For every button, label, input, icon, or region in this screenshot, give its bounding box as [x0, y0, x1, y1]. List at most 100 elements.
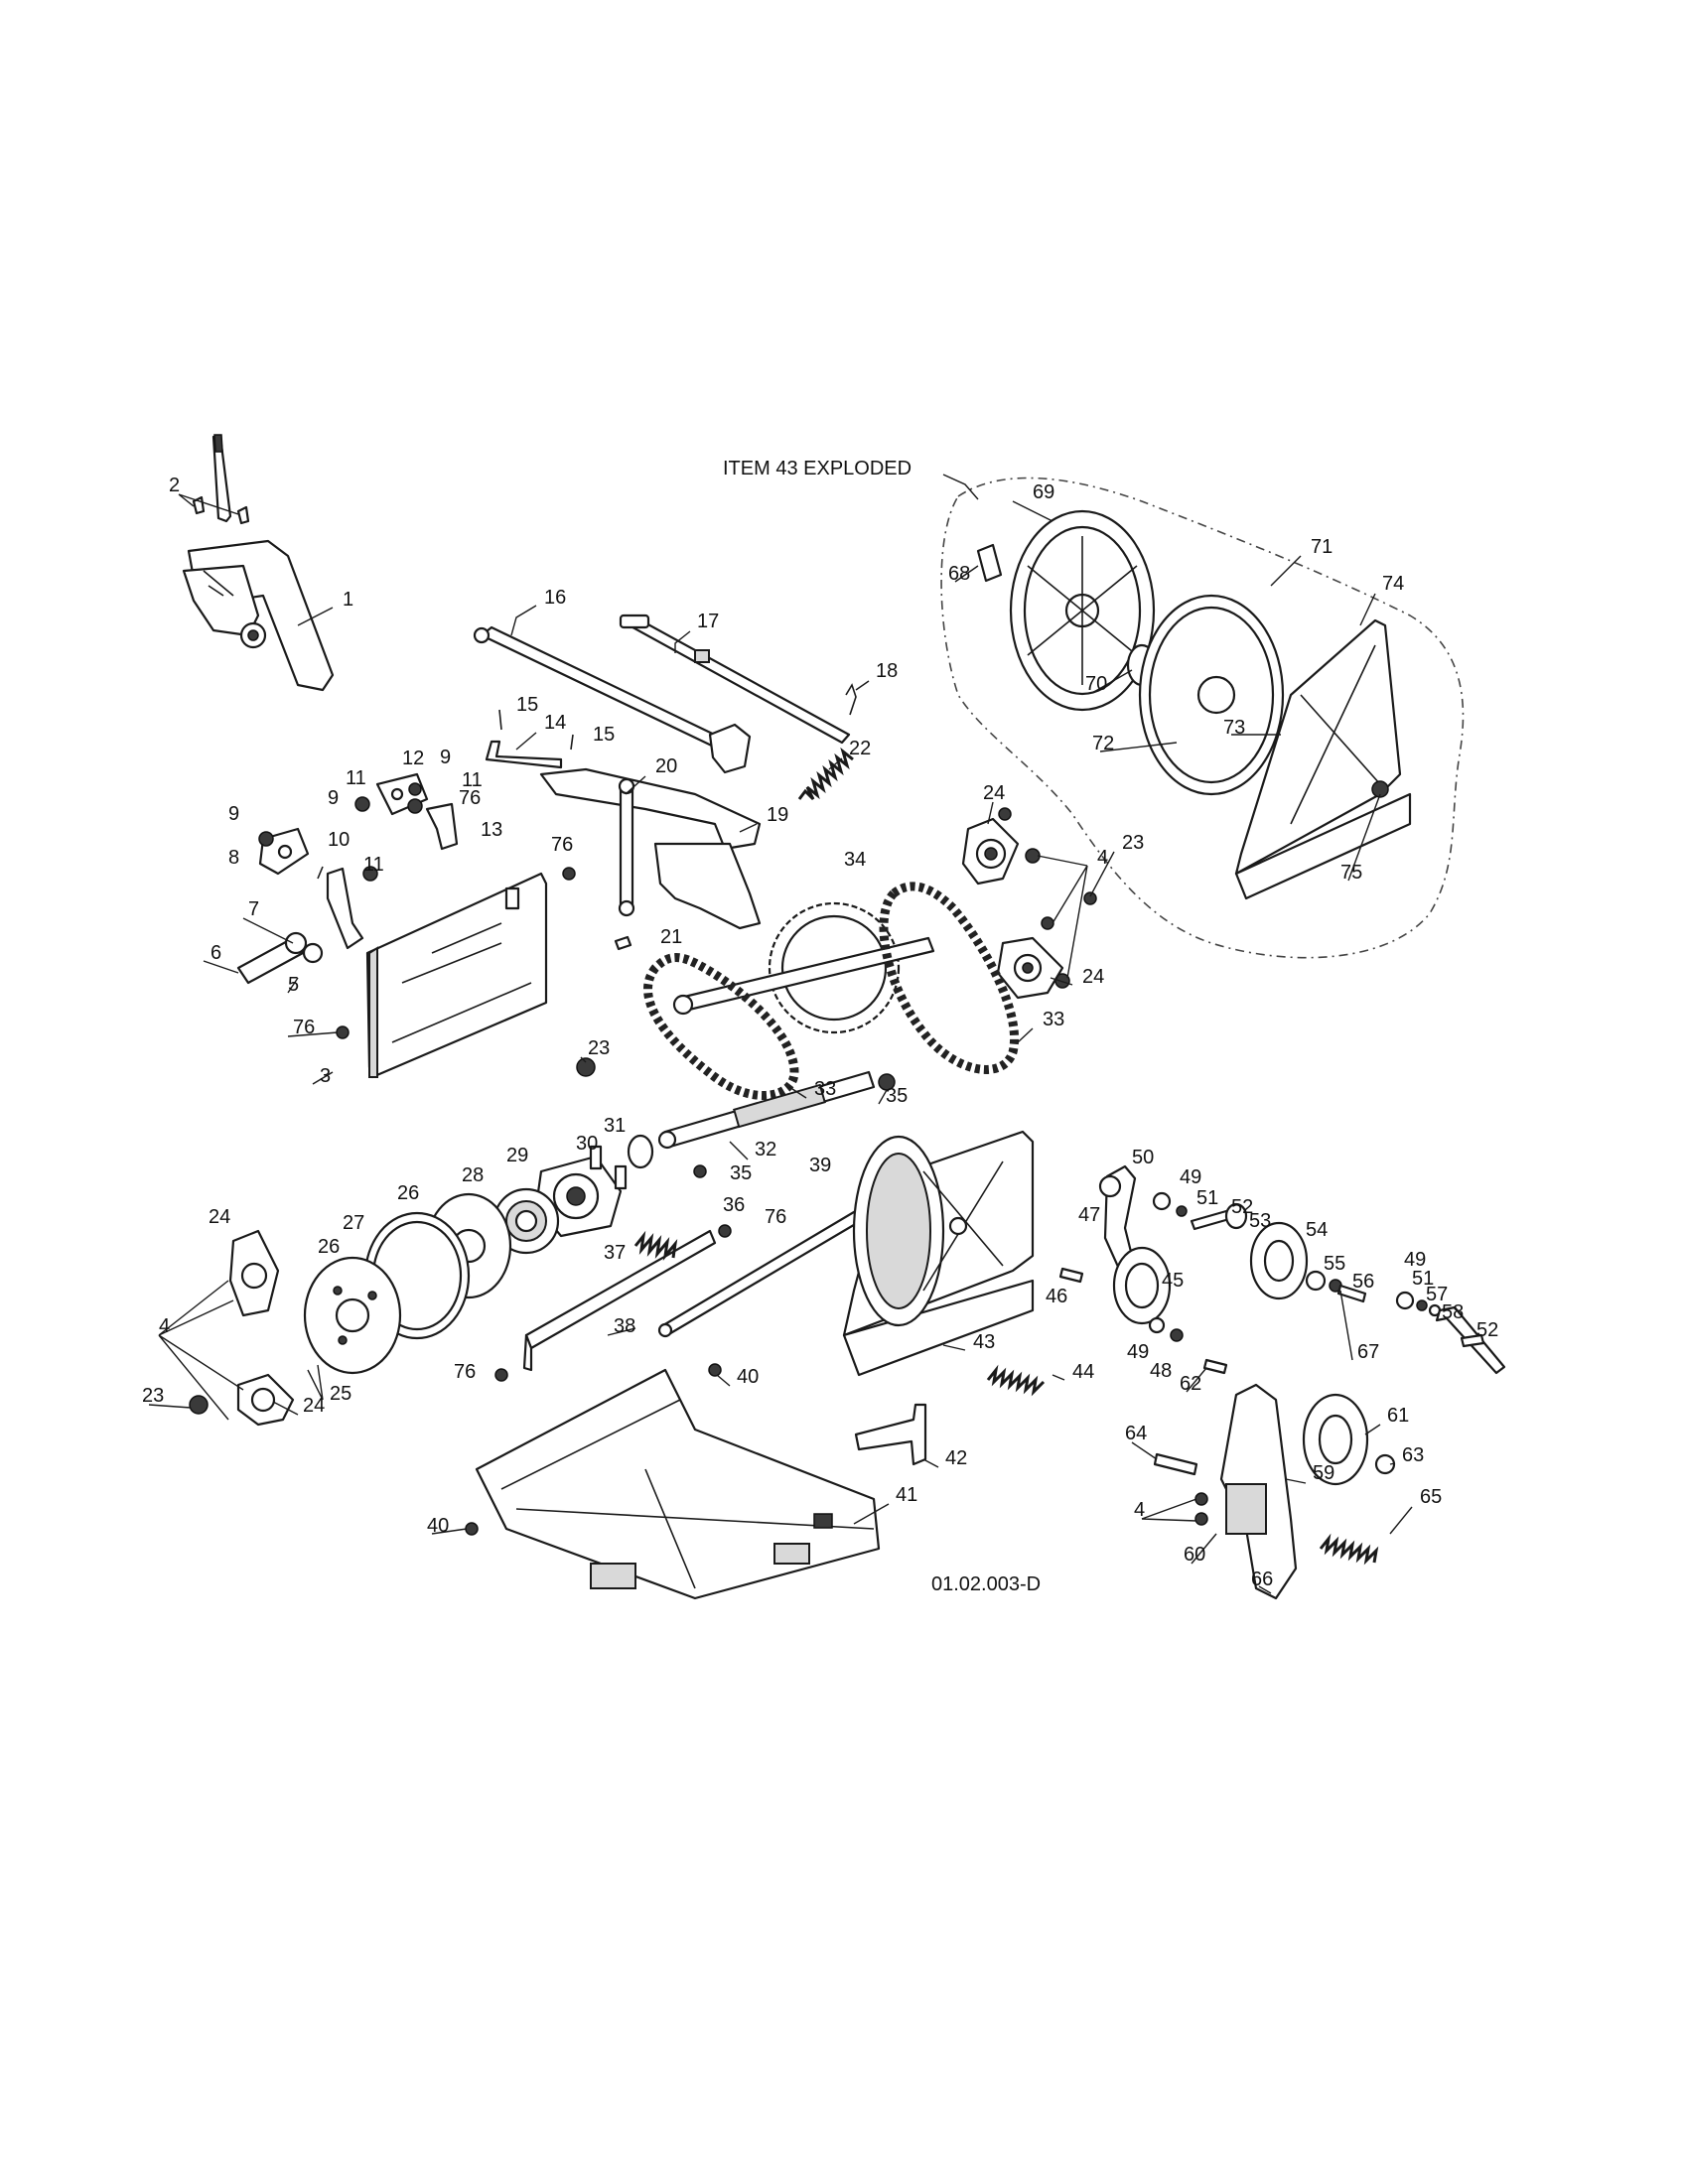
callout-4: 4: [1097, 847, 1108, 869]
lever-and-bushing: [236, 866, 324, 985]
callout-13: 13: [481, 819, 502, 841]
callout-59: 59: [1313, 1462, 1334, 1484]
callout-11: 11: [363, 854, 384, 876]
tension-spring-37: [633, 1230, 678, 1262]
callout-3: 3: [320, 1065, 331, 1087]
callout-49: 49: [1404, 1249, 1426, 1271]
drive-shaft-upper: [672, 936, 935, 1016]
callout-22: 22: [849, 738, 871, 759]
callout-58: 58: [1442, 1301, 1464, 1323]
callout-5: 5: [288, 974, 299, 996]
exploded-housing-74: [1234, 618, 1412, 900]
bottom-pan: [475, 1368, 881, 1600]
callout-76: 76: [459, 787, 481, 809]
callout-35: 35: [730, 1162, 752, 1184]
callout-44: 44: [1072, 1361, 1094, 1383]
friction-discs: [303, 1192, 512, 1375]
callout-21: 21: [660, 926, 682, 948]
callout-40: 40: [427, 1515, 449, 1537]
exploded-group-label: ITEM 43 EXPLODED: [723, 458, 912, 479]
callout-12: 12: [402, 748, 424, 769]
exploded-bolt-68: [976, 543, 1003, 583]
callout-28: 28: [462, 1164, 484, 1186]
callout-42: 42: [945, 1447, 967, 1469]
callout-49: 49: [1127, 1341, 1149, 1363]
callout-63: 63: [1402, 1444, 1424, 1466]
callout-19: 19: [767, 804, 788, 826]
callout-33: 33: [1043, 1009, 1064, 1030]
callout-49: 49: [1180, 1166, 1201, 1188]
drive-chains: [643, 882, 1019, 1100]
snap-ring: [627, 1134, 654, 1169]
callout-36: 36: [723, 1194, 745, 1216]
control-rod: [473, 625, 752, 774]
exploded-disc-71: [1138, 594, 1285, 796]
callout-70: 70: [1085, 673, 1107, 695]
callout-66: 66: [1251, 1569, 1273, 1590]
callout-48: 48: [1150, 1360, 1172, 1382]
callout-61: 61: [1387, 1405, 1409, 1427]
callout-46: 46: [1046, 1286, 1067, 1307]
callout-76: 76: [293, 1017, 315, 1038]
callout-18: 18: [876, 660, 898, 682]
callout-45: 45: [1162, 1270, 1184, 1292]
callout-25: 25: [330, 1383, 351, 1405]
callout-29: 29: [506, 1145, 528, 1166]
callout-76: 76: [551, 834, 573, 856]
callout-51: 51: [1412, 1268, 1434, 1290]
callout-34: 34: [844, 849, 866, 871]
callout-56: 56: [1352, 1271, 1374, 1293]
shift-bracket: [539, 767, 762, 930]
callout-33: 33: [814, 1078, 836, 1100]
callout-57: 57: [1426, 1284, 1448, 1305]
callout-27: 27: [343, 1212, 364, 1234]
callout-67: 67: [1357, 1341, 1379, 1363]
callout-65: 65: [1420, 1486, 1442, 1508]
callout-43: 43: [973, 1331, 995, 1353]
callout-35: 35: [886, 1085, 908, 1107]
callout-51: 51: [1196, 1187, 1218, 1209]
right-lever-group: [1395, 1291, 1506, 1375]
callout-4: 4: [1134, 1499, 1145, 1521]
callout-24: 24: [209, 1206, 230, 1228]
tension-spring-65: [1319, 1533, 1379, 1566]
callout-52: 52: [1231, 1196, 1253, 1218]
tension-spring-44: [986, 1364, 1046, 1397]
callout-23: 23: [1122, 832, 1144, 854]
shift-lever-assembly: [182, 434, 335, 692]
callout-52: 52: [1476, 1319, 1498, 1341]
leader-lines: [148, 493, 1413, 1594]
callout-24: 24: [1082, 966, 1104, 988]
callout-38: 38: [614, 1315, 635, 1337]
callout-9: 9: [228, 803, 239, 825]
small-bracket: [854, 1403, 927, 1466]
callout-32: 32: [755, 1139, 776, 1160]
callout-69: 69: [1033, 481, 1054, 503]
clip: [845, 683, 857, 716]
exploded-group-outline: [940, 477, 1465, 959]
callout-54: 54: [1306, 1219, 1328, 1241]
flange-bearings-lower: [228, 1229, 295, 1427]
callout-10: 10: [328, 829, 350, 851]
callout-30: 30: [576, 1133, 598, 1155]
callout-7: 7: [248, 898, 259, 920]
link-rod: [619, 614, 851, 745]
callout-23: 23: [588, 1037, 610, 1059]
callout-14: 14: [544, 712, 566, 734]
callout-16: 16: [544, 587, 566, 609]
drive-shaft-lower: [657, 1070, 876, 1150]
callout-1: 1: [343, 589, 353, 611]
callout-64: 64: [1125, 1423, 1147, 1444]
callout-47: 47: [1078, 1204, 1100, 1226]
callout-72: 72: [1092, 733, 1114, 754]
callout-41: 41: [896, 1484, 917, 1506]
callout-76: 76: [454, 1361, 476, 1383]
pulley-housing: [842, 1130, 1035, 1377]
tension-spring-22: [797, 747, 854, 801]
callout-39: 39: [809, 1155, 831, 1176]
callout-75: 75: [1340, 862, 1362, 884]
bent-rod: [485, 709, 574, 769]
small-pin: [614, 935, 632, 951]
idler-assembly: [1058, 1164, 1367, 1375]
